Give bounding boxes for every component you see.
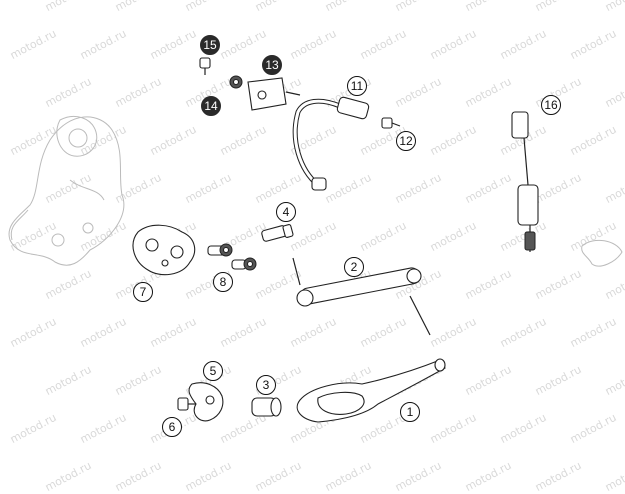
callout-15: 15 <box>200 35 220 55</box>
callout-6: 6 <box>162 417 182 437</box>
bolt-part-12 <box>381 117 401 129</box>
sleeve-part-3 <box>251 397 282 417</box>
switch-part-13 <box>247 77 301 111</box>
callout-4: 4 <box>276 202 296 222</box>
bracket-part-5 <box>188 382 224 422</box>
nuts-part-8 <box>207 243 257 271</box>
parts-drawing <box>8 57 623 423</box>
footpeg-outline <box>581 239 623 267</box>
plate-part-7 <box>132 224 196 276</box>
side-stand-part-1 <box>296 358 446 423</box>
hose-part-11 <box>292 96 370 191</box>
callout-12: 12 <box>396 131 416 151</box>
callout-14: 14 <box>201 96 221 116</box>
callout-1: 1 <box>400 402 420 422</box>
callout-11: 11 <box>347 76 367 96</box>
fitting-part-4 <box>261 224 301 286</box>
sensor-part-16 <box>511 111 539 252</box>
callout-5: 5 <box>203 361 223 381</box>
callout-7: 7 <box>133 282 153 302</box>
screw-part-15 <box>199 57 211 75</box>
nut-part-14 <box>229 75 243 89</box>
bolt-part-6 <box>177 397 196 411</box>
callout-2: 2 <box>344 257 364 277</box>
callout-8: 8 <box>213 272 233 292</box>
callout-16: 16 <box>541 95 561 115</box>
callout-13: 13 <box>262 55 282 75</box>
callout-3: 3 <box>256 375 276 395</box>
strut-part-2 <box>296 267 431 336</box>
engine-case-outline <box>8 116 125 266</box>
